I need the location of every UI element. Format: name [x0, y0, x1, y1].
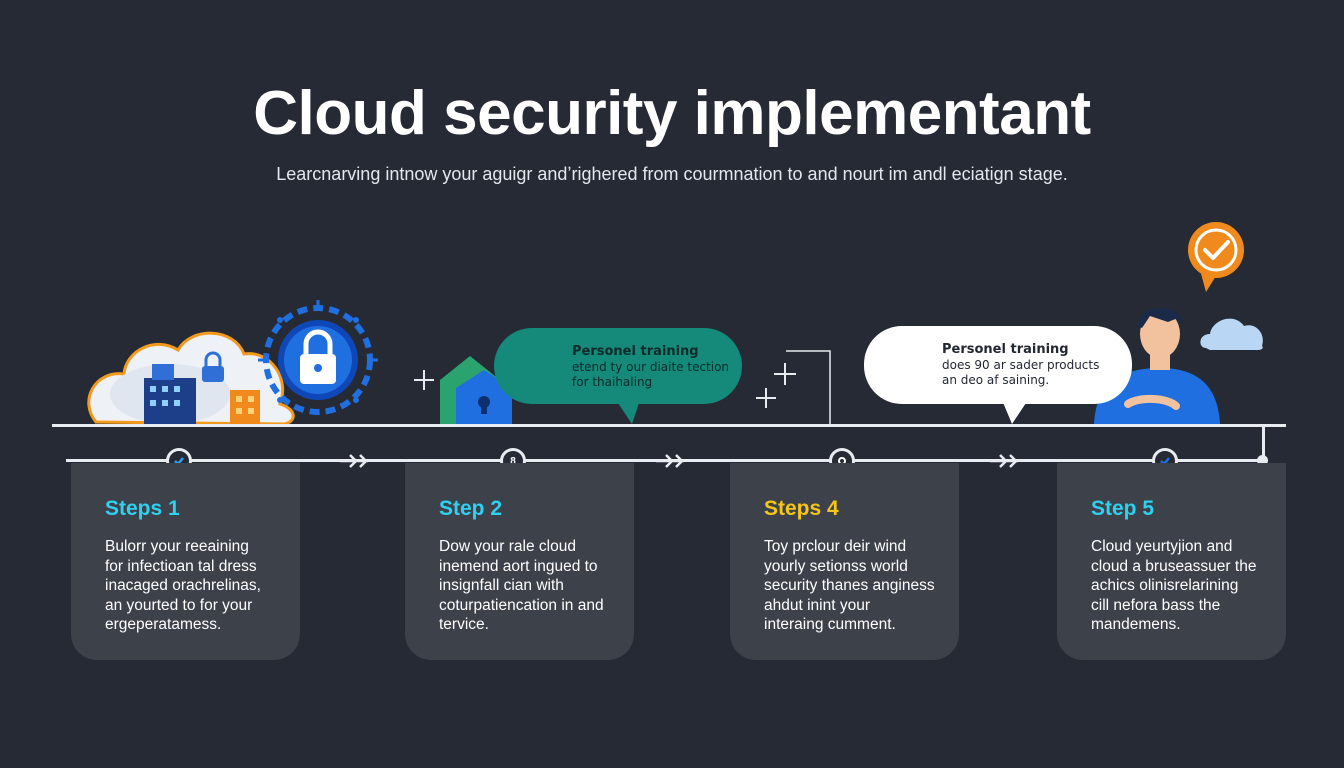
step-card: Steps 1 Bulorr your reeaining for infect… [71, 463, 300, 660]
training-callout: Personel training does 90 ar sader produ… [864, 326, 1132, 404]
callout-line: an deo af saining. [942, 373, 1050, 387]
sparkle-icon [414, 363, 796, 408]
timeline-connector [1262, 426, 1265, 460]
step-description: Toy prclour deir wind yourly setionss wo… [764, 538, 935, 633]
timeline-top-line [52, 424, 1286, 427]
connector-line [786, 350, 831, 424]
step-node-number: 8 [510, 455, 516, 467]
step-description: Bulorr your reeaining for infectioan tal… [105, 538, 261, 633]
step-title: Steps 4 [764, 497, 839, 520]
step-description: Cloud yeurtyjion and cloud a bruseassuer… [1091, 538, 1257, 633]
step-card: Steps 4 Toy prclour deir wind yourly set… [730, 463, 959, 660]
cloud-icon [1200, 318, 1263, 350]
callout-line: etend ty our diaite tection [572, 360, 730, 374]
arrow-right-icon [340, 454, 368, 468]
training-callout: Personel training etend ty our diaite te… [494, 328, 742, 404]
bubble-tail [616, 400, 640, 424]
arrow-right-icon [990, 454, 1018, 468]
callout-title: Personel training [572, 344, 699, 359]
timeline-end-dot [1257, 455, 1268, 466]
callout-line: for thaihaling [572, 375, 653, 389]
check-badge-icon [1188, 222, 1244, 292]
step-title: Steps 1 [105, 497, 180, 520]
step-card: Step 2 Dow your rale cloud inemend aort … [405, 463, 634, 660]
cloud-buildings-icon [87, 331, 295, 426]
page-subtitle: Learcnarving intnow your aguigr andʼrigh… [276, 164, 1068, 184]
bubble-tail [1002, 400, 1028, 424]
arrow-right-icon [656, 454, 684, 468]
callout-line: does 90 ar sader products [942, 358, 1100, 372]
step-title: Step 2 [439, 497, 503, 520]
step-title: Step 5 [1091, 497, 1155, 520]
step-description: Dow your rale cloud inemend aort ingued … [439, 538, 604, 633]
callout-title: Personel training [942, 342, 1069, 357]
lock-gear-icon [258, 300, 378, 415]
step-card: Step 5 Cloud yeurtyjion and cloud a brus… [1057, 463, 1286, 660]
page-title: Cloud security implementant [253, 79, 1091, 148]
